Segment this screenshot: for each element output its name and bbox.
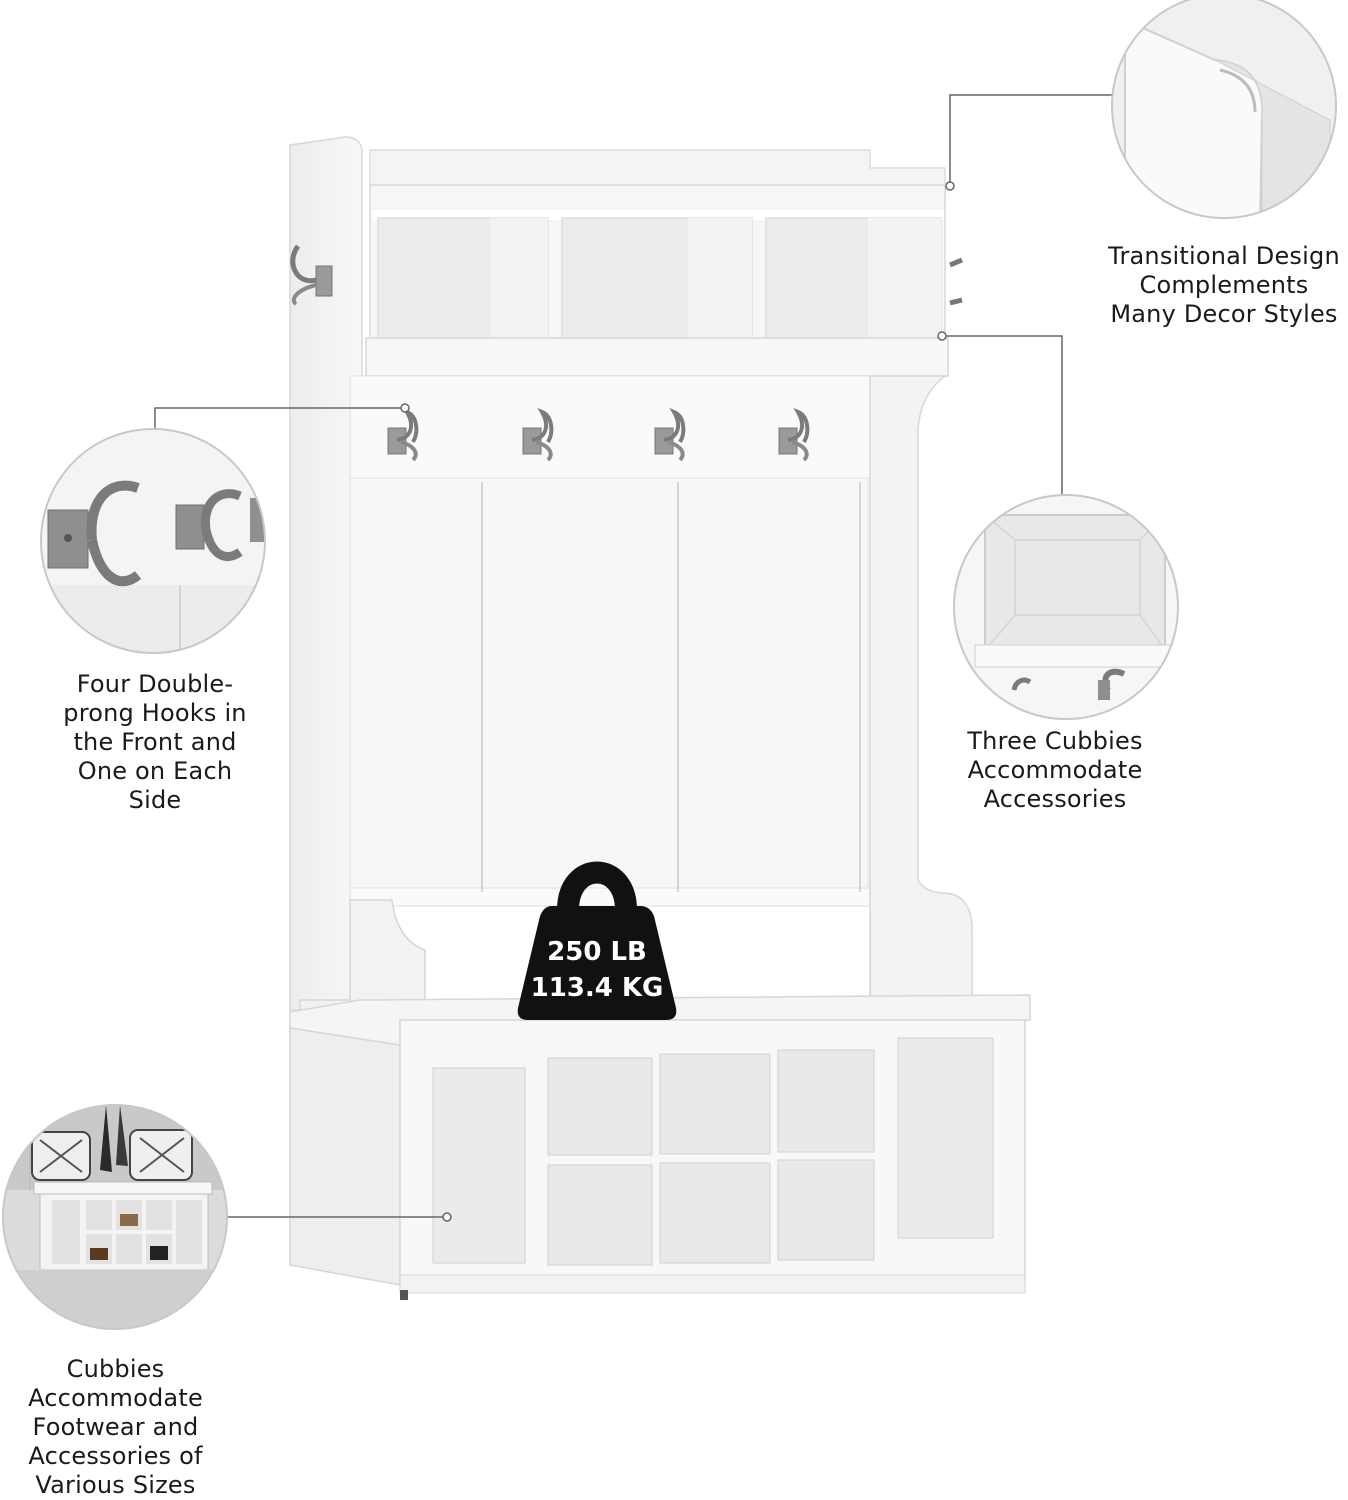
caption-line: One on Each <box>77 757 233 785</box>
coat-hook <box>654 408 686 462</box>
hook-closeup <box>175 489 265 561</box>
detail-lifestyle-scene <box>2 1104 228 1330</box>
weight-kilograms-label: 113.4 KG <box>531 973 664 1003</box>
base-plinth <box>399 1274 1026 1294</box>
leader-line-top-cubbies <box>942 335 1063 496</box>
leader-line-hooks <box>154 407 405 430</box>
left-tall-cubby <box>432 1067 526 1264</box>
caption-line: Accommodate <box>967 756 1143 784</box>
coat-hook <box>778 408 810 462</box>
right-tall-cubby <box>897 1037 994 1239</box>
callout-leader-lines <box>154 94 1113 1222</box>
hall-tree <box>289 136 1031 1300</box>
caption-transitional-design: Transitional Design Complements Many Dec… <box>1098 242 1348 329</box>
caption-line: Cubbies <box>66 1355 165 1383</box>
coat-hook <box>522 408 554 462</box>
caption-line: the Front and <box>73 728 237 756</box>
caption-line: Three Cubbies <box>967 727 1143 755</box>
caption-line: Various Sizes <box>35 1471 196 1499</box>
detail-hooks <box>40 428 266 654</box>
detail-rounded-corner <box>1111 0 1337 219</box>
caption-top-cubbies: Three Cubbies Accommodate Accessories <box>945 727 1165 814</box>
caption-line: Accommodate <box>28 1384 203 1412</box>
weight-capacity-badge: 250 LB 113.4 KG <box>517 861 677 1020</box>
caption-hooks: Four Double- prong Hooks in the Front an… <box>40 670 270 815</box>
weight-pounds-label: 250 LB <box>547 937 647 967</box>
beadboard-panel <box>349 477 869 889</box>
caption-line: Four Double- <box>76 670 234 698</box>
lower-side-panel <box>289 1027 401 1286</box>
hook-closeup <box>47 480 142 587</box>
detail-cubby <box>953 494 1179 720</box>
shoe-cubbies <box>547 1049 875 1266</box>
caption-bottom-cubbies: Cubbies Accommodate Footwear and Accesso… <box>8 1355 223 1500</box>
caption-line: Side <box>128 786 182 814</box>
weight-handle <box>557 861 637 911</box>
right-side-panel <box>869 375 973 1001</box>
shelf-bottom-board <box>365 337 949 377</box>
right-side-hook <box>949 257 963 306</box>
leader-line-design <box>949 94 1113 186</box>
caption-line: Footwear and <box>32 1413 199 1441</box>
caption-line: Many Decor Styles <box>1110 300 1338 328</box>
upper-cubbies <box>377 217 942 341</box>
caption-line: Accessories of <box>28 1442 203 1470</box>
caption-line: Complements <box>1139 271 1309 299</box>
left-side-hook <box>290 244 333 306</box>
front-hooks <box>387 408 810 462</box>
weight-body <box>517 906 677 1020</box>
caption-line: Transitional Design <box>1108 242 1340 270</box>
caption-line: prong Hooks in <box>63 699 247 727</box>
caption-line: Accessories <box>983 785 1127 813</box>
